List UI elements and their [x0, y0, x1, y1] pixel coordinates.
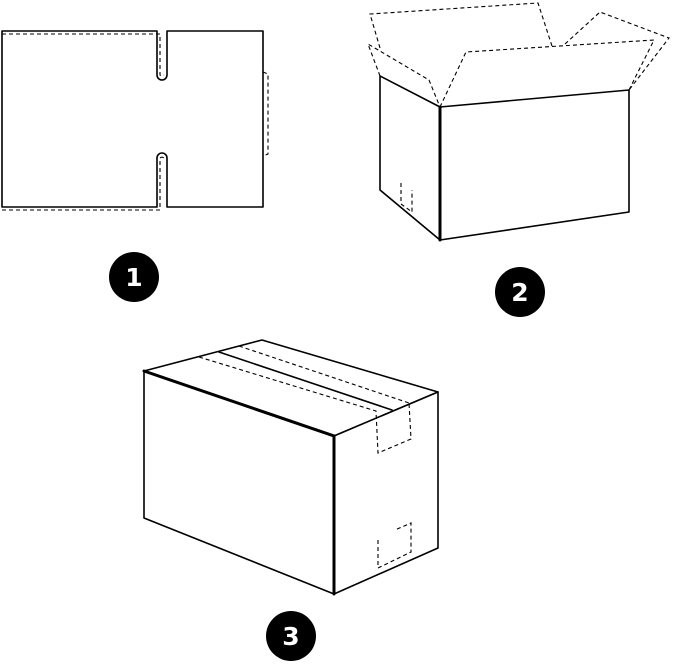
step-number-label: 2	[511, 278, 528, 307]
front-right-flap	[439, 39, 655, 108]
top-flap-seam	[218, 351, 393, 411]
front-left-flap	[366, 42, 441, 108]
blank-bottom-fold-line	[2, 156, 165, 211]
closed-box-front-edges	[142, 369, 336, 596]
step-badge-circle	[109, 252, 159, 302]
step-badge-3: 3	[266, 611, 316, 661]
tape-strip-edge-2	[238, 345, 410, 404]
open-box-tape-tab	[400, 183, 413, 214]
blank-top-fold-line	[2, 33, 165, 77]
closed-box	[142, 339, 439, 596]
blank-outline	[1, 30, 264, 208]
step-badge-circle	[266, 611, 316, 661]
step-badge-2: 2	[495, 267, 545, 317]
open-box-front-side	[439, 89, 630, 241]
tape-strip-lower	[377, 522, 412, 569]
open-box	[366, 2, 670, 242]
back-right-flap	[564, 11, 670, 91]
open-box-left-side	[379, 75, 441, 241]
back-left-flap	[369, 2, 553, 49]
blank-glue-flap	[262, 71, 269, 157]
tape-strip-edge-1	[198, 356, 412, 454]
step-badge-circle	[495, 267, 545, 317]
step-number-label: 3	[282, 622, 299, 651]
step-number-label: 1	[125, 263, 142, 292]
flat-box-blank	[1, 30, 269, 211]
step-badge-1: 1	[109, 252, 159, 302]
